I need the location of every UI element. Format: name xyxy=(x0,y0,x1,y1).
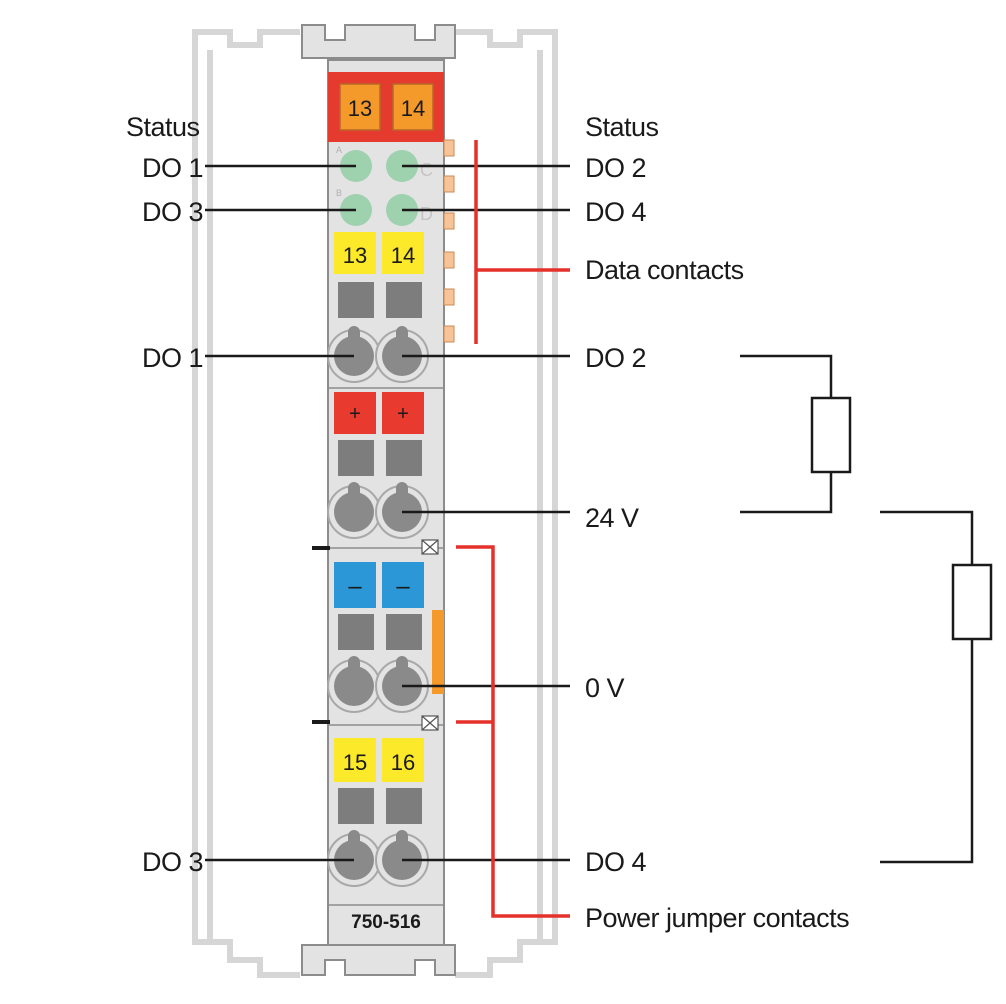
led-label-do2: DO 2 xyxy=(585,153,647,183)
terminal-minus-left: – xyxy=(348,573,362,600)
output-label-do2: DO 2 xyxy=(585,343,647,373)
leader-lines xyxy=(205,164,570,862)
led-label-do4: DO 4 xyxy=(585,197,647,227)
led-letter-a: A xyxy=(336,145,342,155)
part-number: 750-516 xyxy=(351,912,421,933)
status-label-right: Status xyxy=(585,112,659,142)
load-circuit-1 xyxy=(740,354,852,514)
terminal-16-label: 16 xyxy=(391,750,415,775)
terminal-plus-left: + xyxy=(349,403,361,425)
power-jumper-label: Power jumper contacts xyxy=(585,903,850,933)
top-connector: 13 14 xyxy=(339,83,434,131)
supply-label-24v: 24 V xyxy=(585,503,639,533)
data-contact-pads xyxy=(443,139,455,343)
led-letter-b: B xyxy=(336,188,342,198)
terminal-block-1: 13 14 xyxy=(334,232,424,318)
terminal-plus-right: + xyxy=(397,403,409,425)
led-label-do1: DO 1 xyxy=(142,153,204,183)
load-circuit-2 xyxy=(880,510,993,864)
terminal-15-label: 15 xyxy=(343,750,367,775)
terminal-block-4: 15 16 xyxy=(334,738,424,824)
data-contacts-bracket xyxy=(474,140,570,344)
data-contacts-label: Data contacts xyxy=(585,255,744,285)
terminal-block-3: – – xyxy=(334,562,444,694)
clamp-0v-left xyxy=(327,656,381,713)
screw-clamps xyxy=(327,326,429,887)
status-label-left: Status xyxy=(126,112,200,142)
led-letter-c: C xyxy=(420,160,433,180)
top-connector-right-label: 14 xyxy=(401,96,425,121)
side-ticks xyxy=(312,546,330,724)
power-jumper-bracket xyxy=(456,545,570,918)
top-connector-left-label: 13 xyxy=(348,96,372,121)
terminal-13-label: 13 xyxy=(343,243,367,268)
output-label-do1: DO 1 xyxy=(142,343,204,373)
clamp-24v-left xyxy=(327,482,381,539)
supply-label-0v: 0 V xyxy=(585,673,625,703)
led-letter-d: D xyxy=(420,204,433,224)
din-rail xyxy=(192,29,558,978)
terminal-block-2: + + xyxy=(334,392,424,476)
led-label-do3: DO 3 xyxy=(142,197,204,227)
terminal-minus-right: – xyxy=(396,573,410,600)
output-label-do3: DO 3 xyxy=(142,847,204,877)
terminal-14-label: 14 xyxy=(391,243,415,268)
output-label-do4: DO 4 xyxy=(585,847,647,877)
power-jumper-markers xyxy=(421,539,439,731)
